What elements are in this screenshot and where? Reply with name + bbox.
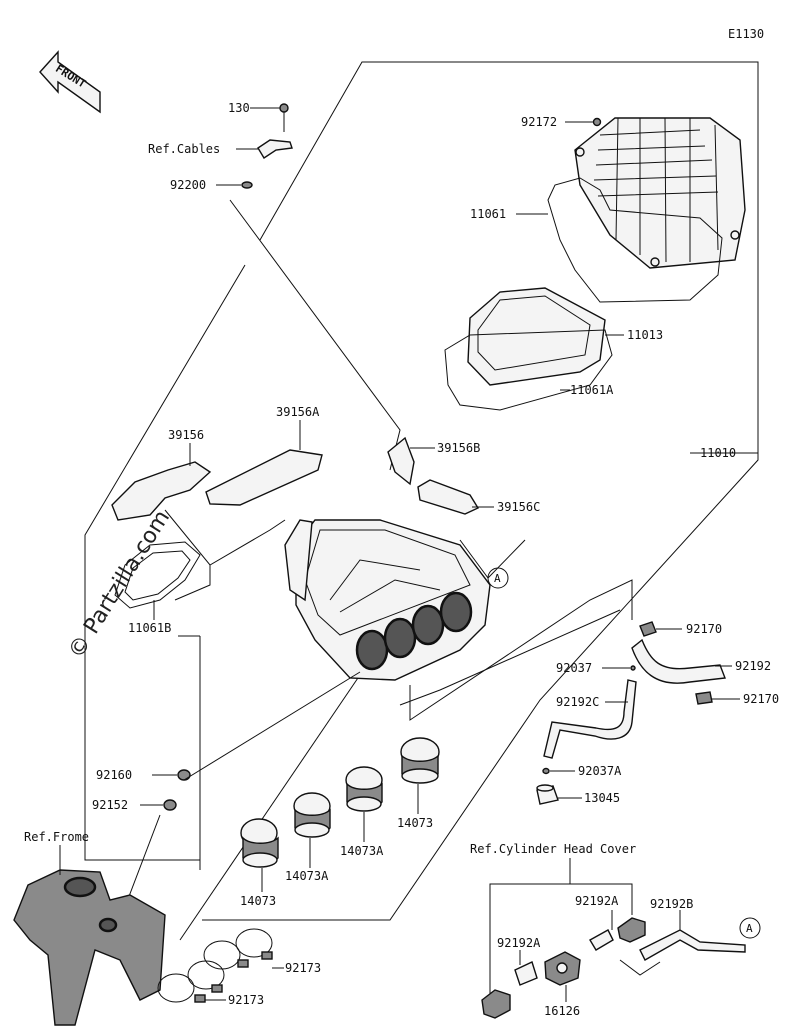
gasket-11061B — [114, 509, 286, 620]
front-arrow-icon: FRONT — [39, 50, 101, 114]
label-14073-left: 14073 — [240, 894, 276, 908]
label-92192C: 92192C — [556, 695, 599, 709]
label-92172: 92172 — [521, 115, 557, 129]
label-39156C: 39156C — [497, 500, 540, 514]
reed-valve-16126 — [544, 951, 581, 1002]
label-ref-cables: Ref.Cables — [148, 142, 220, 156]
air-cleaner-cover — [574, 117, 746, 269]
watermark: © Partzilla.com — [64, 506, 175, 663]
bolt-130 — [250, 103, 289, 132]
ref-circle-a-lower: A — [739, 917, 761, 939]
label-11010: 11010 — [700, 446, 736, 460]
label-92192B: 92192B — [650, 897, 693, 911]
gasket-11061A — [444, 329, 613, 411]
label-92200: 92200 — [170, 178, 206, 192]
label-92173-upper: 92173 — [285, 961, 321, 975]
assembly-outline — [84, 61, 759, 941]
valve-92192A-upper — [611, 910, 646, 943]
grommet-92160 — [152, 769, 191, 781]
label-92173-lower: 92173 — [228, 993, 264, 1007]
clamp-92170-lower — [695, 691, 740, 705]
collar-92152 — [140, 799, 177, 811]
label-14073A-right: 14073A — [340, 844, 384, 858]
heat-shield-39156 — [111, 443, 212, 521]
label-14073-right: 14073 — [397, 816, 433, 830]
throttle-boot-14073-left — [240, 818, 279, 892]
svg-text:A: A — [746, 922, 753, 935]
label-92192A-lower: 92192A — [497, 936, 541, 950]
label-11013: 11013 — [627, 328, 663, 342]
hose-92192C — [543, 679, 637, 759]
washer-92200 — [216, 181, 253, 189]
label-92170-upper: 92170 — [686, 622, 722, 636]
ref-circle-a-upper: A — [487, 567, 509, 589]
label-92037A: 92037A — [578, 764, 622, 778]
air-filter-11013 — [467, 287, 624, 386]
label-39156A: 39156A — [276, 405, 320, 419]
cap-lower-left — [481, 989, 511, 1019]
throttle-boot-14073A-left — [293, 792, 331, 868]
fitting-92037 — [602, 665, 636, 671]
clamp-92173-lower-pair — [157, 960, 226, 1003]
svg-text:A: A — [494, 572, 501, 585]
label-11061: 11061 — [470, 207, 506, 221]
label-92170-lower: 92170 — [743, 692, 779, 706]
hose-92192B — [619, 910, 746, 976]
hose-92192A-upper — [589, 929, 614, 951]
diagram-code: E1130 — [728, 27, 764, 41]
frame-reference — [13, 845, 166, 1026]
throttle-boot-14073-right — [400, 737, 440, 814]
plug-92037A — [542, 767, 575, 775]
gasket-11061 — [516, 177, 723, 303]
label-92192: 92192 — [735, 659, 771, 673]
label-11061A: 11061A — [570, 383, 614, 397]
label-92192A-upper: 92192A — [575, 894, 619, 908]
label-16126: 16126 — [544, 1004, 580, 1018]
clamp-92170-upper — [639, 621, 682, 637]
label-39156B: 39156B — [437, 441, 480, 455]
label-92160: 92160 — [96, 768, 132, 782]
label-ref-cylinder-head-cover: Ref.Cylinder Head Cover — [470, 842, 636, 856]
label-39156: 39156 — [168, 428, 204, 442]
screw-92172 — [565, 117, 602, 127]
hose-92192A-lower — [514, 950, 538, 986]
heat-shield-39156C — [417, 479, 494, 515]
label-ref-frame: Ref.Frome — [24, 830, 89, 844]
cap-13045 — [536, 784, 582, 805]
label-92152: 92152 — [92, 798, 128, 812]
heat-shield-39156B — [387, 436, 435, 486]
label-13045: 13045 — [584, 791, 620, 805]
heat-shield-39156A — [205, 420, 323, 506]
label-92037: 92037 — [556, 661, 592, 675]
hose-92192 — [631, 638, 732, 684]
label-130: 130 — [228, 101, 250, 115]
label-14073A-left: 14073A — [285, 869, 329, 883]
label-11061B: 11061B — [128, 621, 171, 635]
air-cleaner-housing — [284, 519, 491, 681]
throttle-boot-14073A-right — [345, 766, 383, 842]
cable-bracket — [236, 139, 293, 159]
